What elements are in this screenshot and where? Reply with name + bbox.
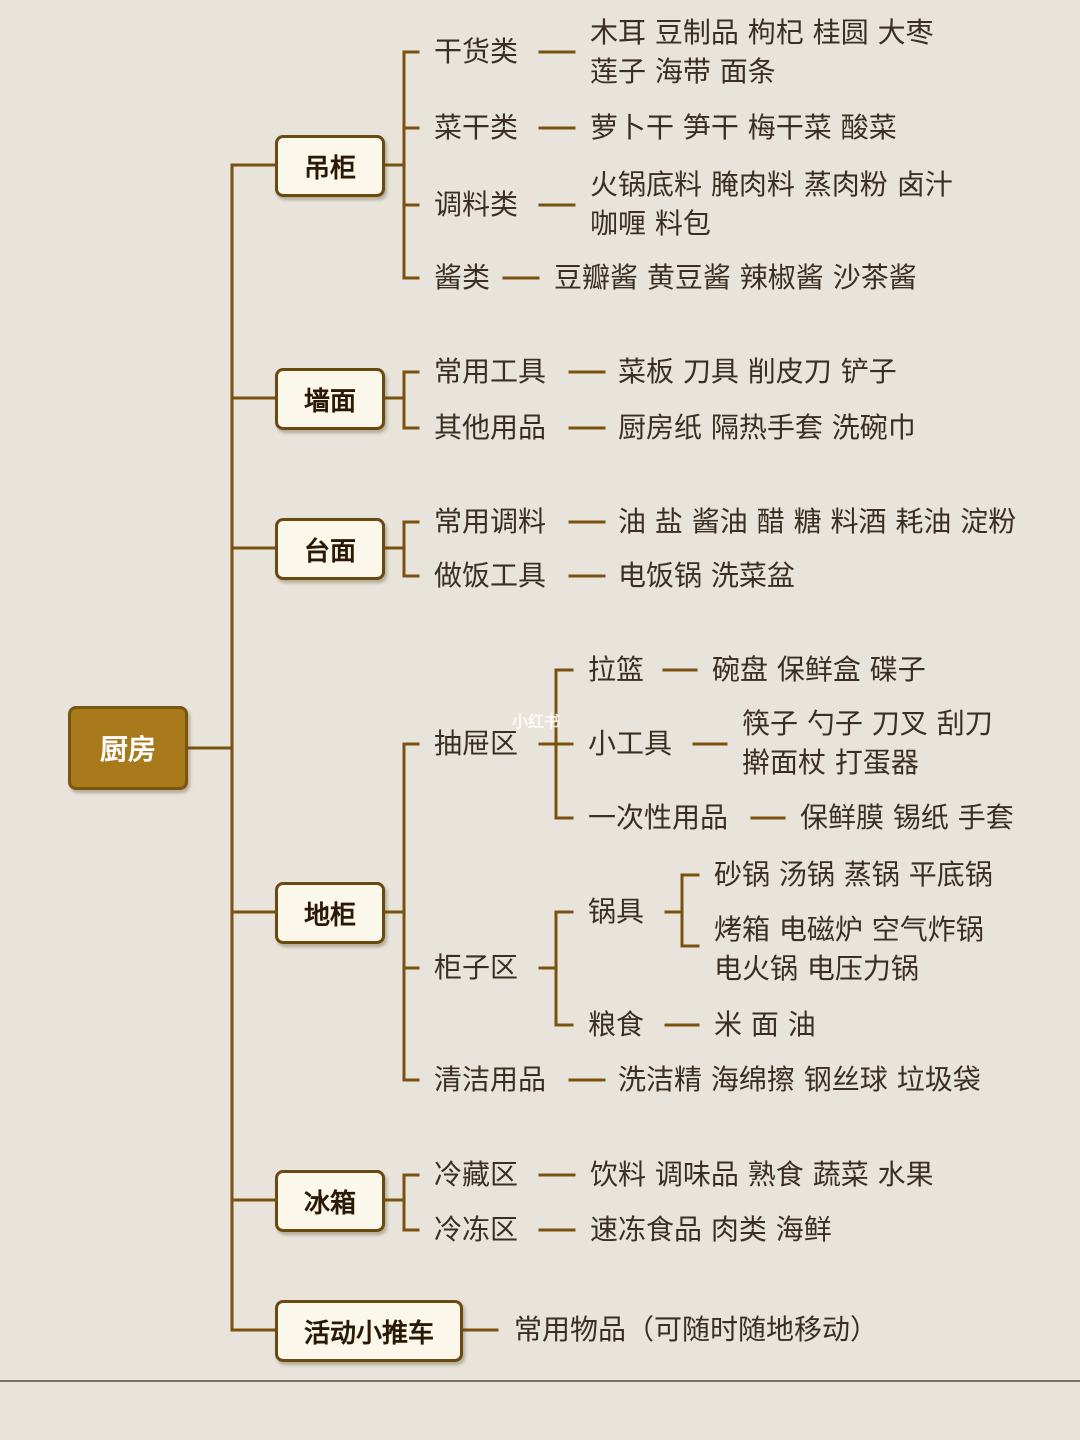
wall-dashes [568,370,606,430]
cabinet-node: 吊柜 [275,135,385,197]
basket-items: 碗盘 保鲜盒 碟子 [712,653,926,686]
grain-items: 米 面 油 [714,1008,816,1041]
wall-other-label: 其他用品 [434,411,547,444]
counter-bracket [382,520,420,578]
seasoning-items-2: 咖喱 料包 [590,207,711,240]
counter-cooking-label: 做饭工具 [434,559,547,592]
pots-label: 锅具 [588,895,645,928]
wall-node: 墙面 [275,368,385,430]
cupboard-zone-label: 柜子区 [434,951,519,984]
pots-bracket [664,873,700,948]
frozen-label: 冷冻区 [434,1213,519,1246]
wall-tools-label: 常用工具 [434,355,547,388]
root-branches [230,163,277,1332]
cabinet-bracket [382,50,420,280]
wall-other-items: 厨房纸 隔热手套 洗碗巾 [618,411,916,444]
grain-label: 粮食 [588,1008,645,1041]
fridge-bracket [382,1173,420,1232]
small-tools-items-1: 筷子 勺子 刀叉 刮刀 [742,707,993,740]
counter-node: 台面 [275,518,385,580]
sauce-label: 酱类 [434,261,491,294]
frozen-items: 速冻食品 肉类 海鲜 [590,1213,832,1246]
dried-veg-items: 萝卜干 笋干 梅干菜 酸菜 [590,111,897,144]
chilled-items: 饮料 调味品 熟食 蔬菜 水果 [590,1158,934,1191]
counter-seasoning-label: 常用调料 [434,505,547,538]
wall-tools-items: 菜板 刀具 削皮刀 铲子 [618,355,897,388]
sauce-items: 豆瓣酱 黄豆酱 辣椒酱 沙茶酱 [554,261,917,294]
dry-goods-items-2: 莲子 海带 面条 [590,55,776,88]
root-kitchen-node: 厨房 [68,706,188,790]
pots-items-2: 烤箱 电磁炉 空气炸锅 [714,913,984,946]
drawer-bracket [538,668,574,820]
disposable-items: 保鲜膜 锡纸 手套 [800,801,1014,834]
basket-label: 拉篮 [588,653,645,686]
floor-cabinet-node: 地柜 [275,882,385,944]
drawer-zone-label: 抽屉区 [434,727,519,760]
watermark-text: 小红书 [512,712,561,731]
cart-node: 活动小推车 [275,1300,463,1362]
counter-seasoning-items: 油 盐 酱油 醋 糖 料酒 耗油 淀粉 [618,505,1017,538]
fridge-dashes [538,1173,576,1232]
floor-bracket [382,742,420,1082]
pots-items-3: 电火锅 电压力锅 [714,952,919,985]
counter-cooking-items: 电饭锅 洗菜盆 [618,559,795,592]
wall-bracket [382,370,420,430]
seasoning-items-1: 火锅底料 腌肉料 蒸肉粉 卤汁 [590,168,953,201]
cleaning-label: 清洁用品 [434,1063,547,1096]
bottom-divider [0,1380,1080,1382]
counter-dashes [568,520,606,578]
cleaning-items: 洗洁精 海绵擦 钢丝球 垃圾袋 [618,1063,981,1096]
cart-items: 常用物品（可随时随地移动） [514,1313,879,1346]
dry-goods-items-1: 木耳 豆制品 枸杞 桂圆 大枣 [590,16,934,49]
dried-veg-label: 菜干类 [434,111,519,144]
cupboard-bracket [538,910,574,1027]
cabinet-dashes [502,50,576,280]
pots-items-1: 砂锅 汤锅 蒸锅 平底锅 [714,858,993,891]
disposable-label: 一次性用品 [588,801,729,834]
seasoning-label: 调料类 [434,188,519,221]
root-spine [186,163,234,1332]
chilled-label: 冷藏区 [434,1158,519,1191]
fridge-node: 冰箱 [275,1170,385,1232]
drawer-dashes [662,668,786,820]
dry-goods-label: 干货类 [434,35,519,68]
small-tools-items-2: 擀面杖 打蛋器 [742,746,919,779]
small-tools-label: 小工具 [588,727,673,760]
